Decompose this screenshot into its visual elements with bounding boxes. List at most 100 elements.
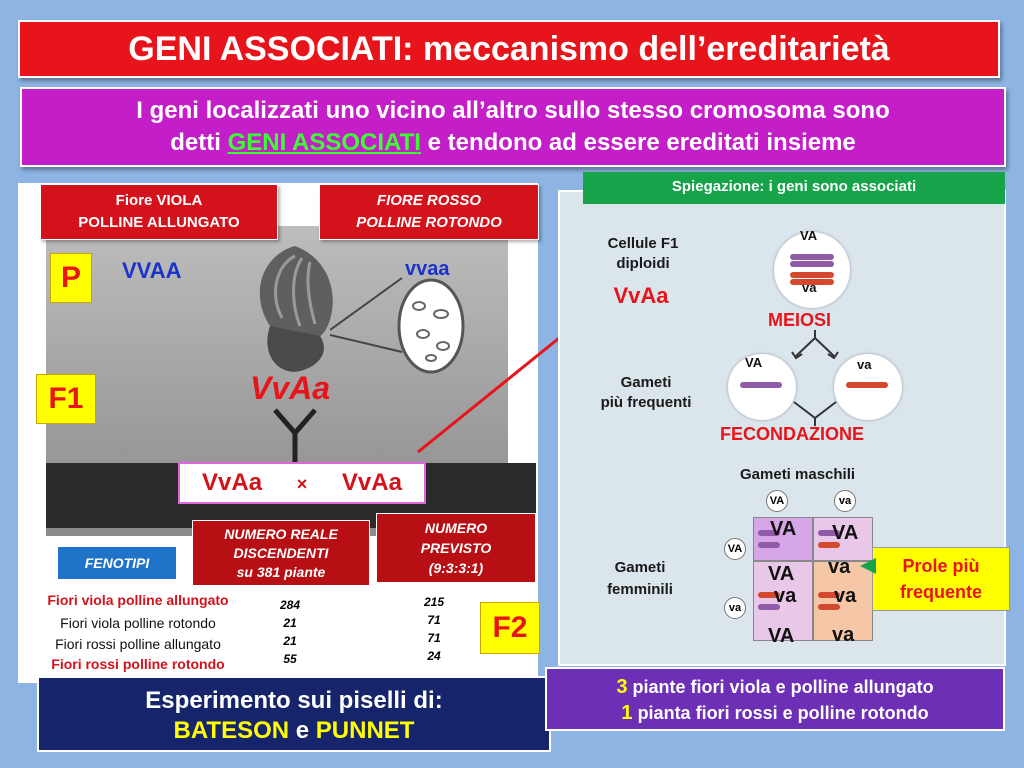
experiment-line-2: BATESON e PUNNET — [39, 716, 549, 746]
punnett-text-4: va — [828, 556, 851, 578]
page-title: GENI ASSOCIATI: meccanismo dell’ereditar… — [18, 20, 1000, 78]
experiment-bateson: BATESON — [173, 717, 290, 744]
result-summary: 3 piante fiori viola e polline allungato… — [545, 667, 1005, 731]
gamete-VA-cell — [728, 354, 796, 420]
pollen-zoom-image — [397, 278, 465, 374]
expected-header-line-3: (9:3:3:1) — [428, 560, 484, 576]
frequent-gametes-label: Gameti più frequenti — [576, 373, 716, 413]
real-count-2: 21 — [283, 616, 297, 630]
punnett-text-1: VA — [770, 518, 797, 540]
punnett-text-7: VA — [768, 625, 795, 647]
definition-banner: I geni localizzati uno vicino all’altro … — [20, 87, 1006, 167]
cross-symbol: × — [296, 474, 308, 494]
gamete-VA-label: VA — [745, 355, 763, 370]
p1-genotype: VVAA — [122, 258, 182, 283]
f1-cells-line-2: diploidi — [616, 255, 670, 272]
punnett-cell-VA-VA — [753, 517, 813, 561]
pea-flower-image — [259, 246, 333, 372]
experiment-credit: Esperimento sui piselli di: BATESON e PU… — [37, 676, 551, 752]
female-gametes-label: Gameti femminili — [590, 557, 690, 601]
diploid-va-label: va — [802, 280, 817, 295]
definition-line-1: I geni localizzati uno vicino all’altro … — [136, 97, 890, 124]
male-gamete-va: va — [834, 490, 856, 512]
cross-left: VvAa — [202, 469, 263, 496]
punnett-cell-VA-va — [813, 517, 873, 561]
frequent-gametes-line-2: più frequenti — [600, 394, 692, 411]
meiosis-label: MEIOSI — [768, 310, 832, 330]
experiment-line-1: Esperimento sui piselli di: — [145, 687, 443, 714]
frequent-offspring-label: Prole più frequente — [872, 547, 1010, 611]
p-generation-label: P — [50, 253, 92, 303]
parent1-line-2: POLLINE ALLUNGATO — [78, 214, 240, 231]
phenotype-3: Fiori rossi polline allungato — [55, 636, 221, 652]
real-count-1: 284 — [279, 598, 301, 612]
frequent-gametes-line-1: Gameti — [620, 374, 672, 391]
definition-text-a: detti — [170, 129, 221, 156]
real-count-4: 55 — [283, 652, 297, 666]
parent1-line-1: Fiore VIOLA — [115, 192, 203, 209]
result-1-text: piante fiori viola e polline allungato — [632, 677, 934, 697]
experiment-punnet: PUNNET — [315, 717, 415, 744]
right-f1-genotype: VvAa — [613, 283, 669, 308]
f2-generation-label: F2 — [480, 602, 540, 654]
gamete-va-label: va — [857, 357, 872, 372]
result-line-1: 3 piante fiori viola e polline allungato — [547, 674, 1003, 700]
f1-cross-box: VvAa × VvAa — [178, 462, 426, 504]
punnett-text-6: va — [834, 585, 857, 607]
punnett-text-5: va — [774, 585, 797, 607]
expected-header-line-2: PREVISTO — [420, 540, 492, 556]
phenotype-1: Fiori viola polline allungato — [47, 592, 229, 608]
real-header-line-2: DISCENDENTI — [233, 545, 329, 561]
expected-header-line-1: NUMERO — [424, 520, 488, 536]
f1-cells-line-1: Cellule F1 — [607, 235, 679, 252]
f1-generation-label: F1 — [36, 374, 96, 424]
phenotype-2: Fiori viola polline rotondo — [60, 615, 216, 631]
female-gametes-line-1: Gameti — [614, 559, 666, 576]
f1-cells-label: Cellule F1 diploidi — [588, 234, 698, 274]
pointer-arrow-icon — [860, 558, 876, 574]
real-header-line-3: su 381 piante — [236, 564, 326, 580]
male-gametes-label: Gameti maschili — [740, 466, 856, 483]
diploid-cell — [774, 232, 850, 308]
p2-genotype: vvaa — [405, 258, 450, 280]
result-2-text: pianta fiori rossi e polline rotondo — [637, 703, 929, 723]
expected-count-1: 215 — [423, 595, 445, 609]
meiosis-split-icon — [791, 330, 839, 360]
definition-line-2: detti GENI ASSOCIATI e tendono ad essere… — [22, 127, 1004, 159]
gamete-va-cell — [834, 354, 902, 420]
fertilization-label: FECONDAZIONE — [720, 424, 864, 444]
expected-count-3: 71 — [427, 631, 441, 645]
female-gamete-va: va — [724, 597, 746, 619]
real-header-line-1: NUMERO REALE — [224, 526, 338, 542]
cross-right: VvAa — [341, 469, 402, 496]
punnett-text-3: VA — [768, 563, 795, 585]
expected-count-2: 71 — [427, 613, 441, 627]
expected-count-header: NUMERO PREVISTO (9:3:3:1) — [376, 513, 536, 583]
experiment-and: e — [295, 717, 310, 744]
frequent-offspring-line-1: Prole più — [902, 556, 980, 576]
real-count-3: 21 — [283, 634, 297, 648]
zoom-lines — [330, 277, 403, 353]
male-gamete-VA: VA — [766, 490, 788, 512]
explanation-header: Spiegazione: i geni sono associati — [583, 172, 1005, 204]
phenotype-4: Fiori rossi polline rotondo — [51, 656, 225, 672]
result-line-2: 1 pianta fiori rossi e polline rotondo — [547, 700, 1003, 726]
result-2-number: 1 — [621, 702, 633, 724]
f1-genotype: VvAa — [250, 370, 331, 406]
expected-count-4: 24 — [427, 649, 441, 663]
real-count-header: NUMERO REALE DISCENDENTI su 381 piante — [192, 520, 370, 586]
parent2-line-2: POLLINE ROTONDO — [356, 214, 502, 231]
result-1-number: 3 — [616, 676, 628, 698]
definition-highlight: GENI ASSOCIATI — [227, 129, 421, 156]
diploid-VA-label: VA — [800, 228, 818, 243]
parent2-label: FIORE ROSSO POLLINE ROTONDO — [319, 184, 539, 240]
descend-arrow-icon — [273, 408, 317, 463]
fertilization-merge-icon — [793, 401, 837, 426]
female-gametes-line-2: femminili — [607, 581, 673, 598]
punnett-cell-va-VA — [753, 561, 813, 641]
female-gamete-VA: VA — [724, 538, 746, 560]
parent1-label: Fiore VIOLA POLLINE ALLUNGATO — [40, 184, 278, 240]
punnett-text-2: VA — [832, 522, 859, 544]
phenotypes-label: FENOTIPI — [57, 546, 177, 580]
parent2-line-1: FIORE ROSSO — [376, 192, 482, 209]
